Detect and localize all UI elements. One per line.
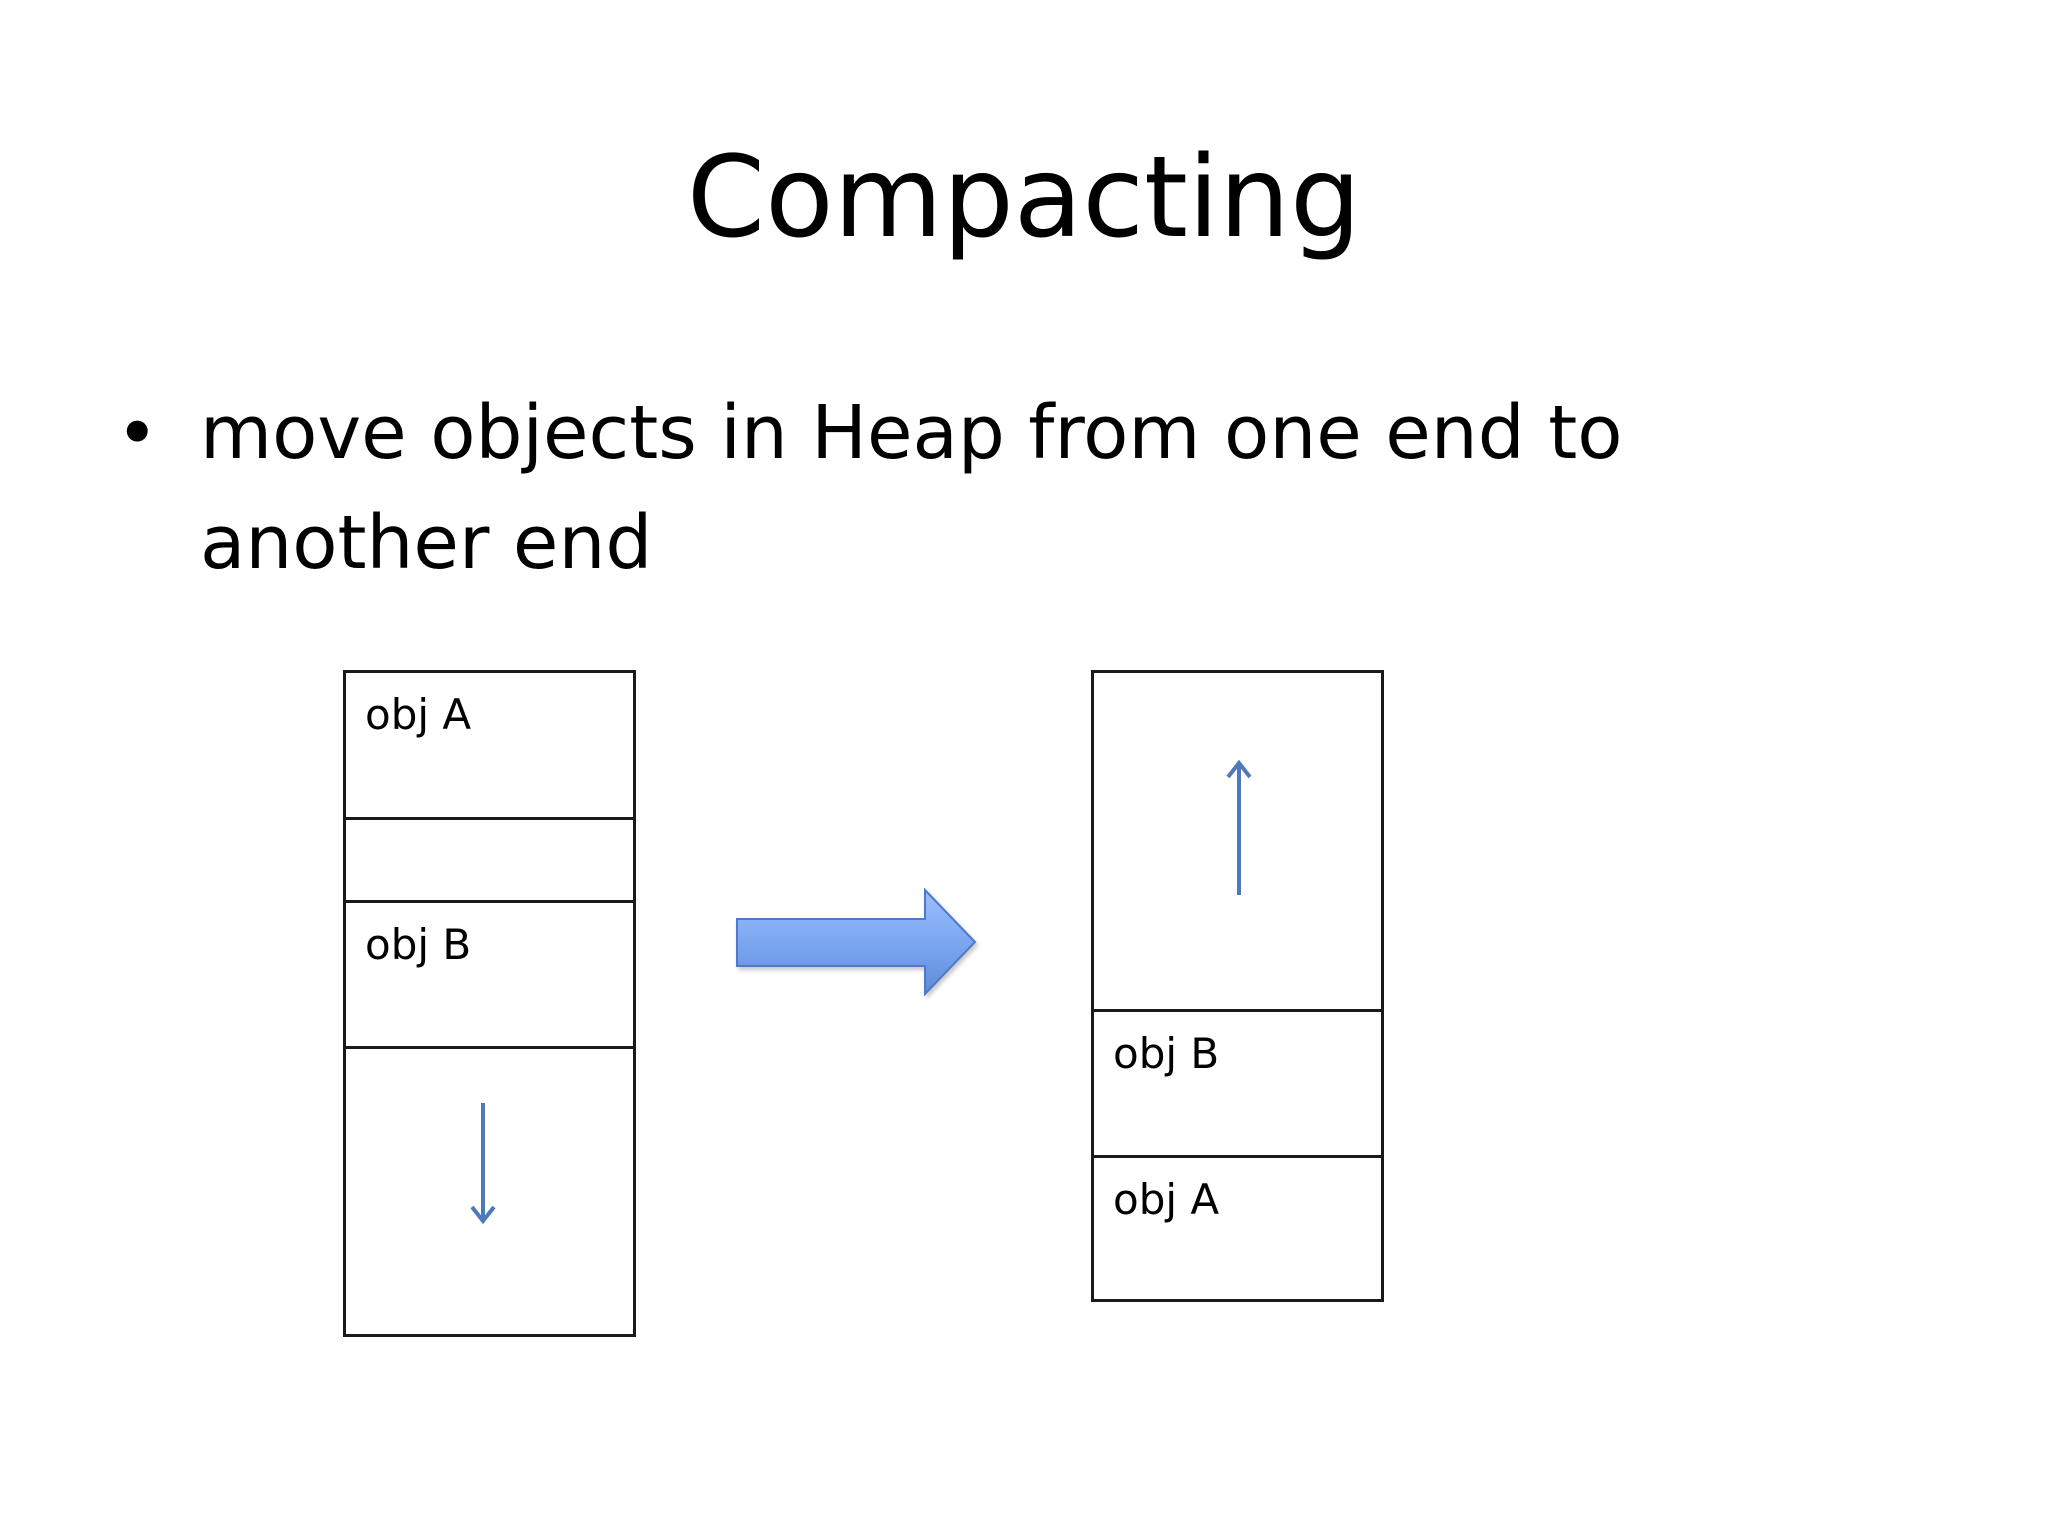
- cell-label: obj B: [1113, 1029, 1220, 1078]
- heap-after-cell-free-space: [1094, 673, 1381, 1009]
- heap-after-cell-obj-b: obj B: [1094, 1009, 1381, 1155]
- arrow-down-icon: [470, 1103, 496, 1225]
- bullet-text: move objects in Heap from one end to ano…: [200, 390, 1623, 586]
- cell-label: obj A: [1113, 1175, 1220, 1224]
- arrow-up-icon: [1226, 759, 1252, 895]
- heap-before-cell-obj-a: obj A: [346, 673, 633, 817]
- heap-before-cell-free-gap: [346, 817, 633, 900]
- slide-title: Compacting: [686, 133, 1362, 263]
- heap-after-cell-obj-a: obj A: [1094, 1155, 1381, 1299]
- heap-before-cell-obj-b: obj B: [346, 900, 633, 1046]
- bullet-marker: •: [116, 391, 159, 475]
- heap-after-compaction: obj B obj A: [1091, 670, 1384, 1302]
- heap-before-cell-free-space: [346, 1046, 633, 1334]
- arrow-right-icon: [736, 887, 977, 997]
- cell-label: obj B: [365, 920, 472, 969]
- heap-before-compaction: obj A obj B: [343, 670, 636, 1337]
- cell-label: obj A: [365, 690, 472, 739]
